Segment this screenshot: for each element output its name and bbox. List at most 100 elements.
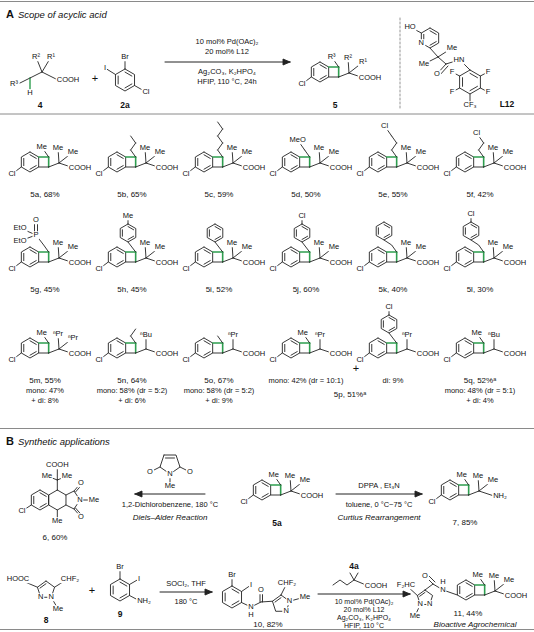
bond [42,57,51,72]
atom-label: COOH [68,259,93,267]
bond [474,342,484,344]
bond [458,344,459,351]
bond [430,31,436,35]
atom-label: COOH [45,461,70,469]
bond [204,250,210,254]
bond [369,152,386,172]
bond [117,250,123,254]
atom-label: ⁿPr [314,331,326,339]
bond [475,584,485,586]
bond [378,341,384,345]
compound-label: 5c, 59% [204,191,235,199]
bond [204,261,210,265]
bond [302,242,310,252]
bond [233,163,248,168]
bond [131,329,136,336]
bond [407,247,421,258]
atom-label: COOH [300,492,325,500]
bond [425,576,433,584]
bond [407,335,408,349]
bond [378,155,384,159]
bond [31,490,48,510]
atom-label: F [449,88,456,96]
bond [215,227,221,230]
bond [410,27,421,33]
bond [130,579,139,585]
condition-text: mono: 48% (dr = 5:1) [444,387,517,395]
bond [130,596,138,601]
bond [57,480,58,490]
bond [392,150,397,157]
bond [251,602,261,607]
bond [310,258,320,262]
bond [222,157,224,167]
bond [146,247,160,258]
bond [479,480,493,491]
atom-label: COOH [358,74,383,82]
arrow-head [283,59,290,65]
bond [309,343,311,353]
bond [215,236,221,239]
bond [59,349,74,354]
bond [369,247,386,267]
atom-label: COOH [242,259,267,267]
bond [387,262,397,263]
bond [110,253,111,260]
bond [30,250,36,254]
bond [349,73,364,78]
bond [407,258,422,263]
atom-label: MeO [289,136,307,144]
bond [108,247,125,267]
bond [146,163,161,168]
bond [302,227,308,230]
bond [381,315,397,333]
condition-text: 10 mol% Pd(OAc)₂ [334,598,395,605]
bond [51,597,58,609]
atom-label: COOH [503,350,528,358]
atom-label: Cl [268,356,277,364]
bond [425,584,433,590]
panel-heading: BSynthetic applications [0,429,534,451]
bond [320,335,321,349]
atom-label: COOH [364,582,389,590]
bond [47,476,57,480]
figure-panel: AScope of acyclic acid [0,1,534,428]
bond [213,262,223,263]
bond [462,78,463,87]
bond [389,318,395,321]
atom-label: Me [502,148,514,156]
atom-label: Cl [94,170,103,178]
bond [117,261,123,265]
bond [18,579,37,587]
reaction-name: Curtius Rearrangement [336,514,421,522]
bond [186,353,195,360]
bond [146,335,147,349]
compound-label: 5a, 68% [29,191,60,199]
bond [222,252,224,262]
bond [223,349,233,353]
bond [42,147,49,157]
bond [22,505,31,511]
bond [469,491,479,495]
bond [233,247,247,258]
bond [384,225,390,228]
bond [218,336,223,343]
bond [349,62,363,73]
compound-label: 5e, 55% [377,191,408,199]
atom-label: Me [415,148,427,156]
bond [310,349,320,353]
atom-label: F [449,68,456,76]
bond [378,261,384,265]
condition-text: SOCl₂, THF [165,580,206,588]
atom-label: COOH [68,350,93,358]
compound-number: 9 [117,610,124,619]
bond [457,580,474,600]
condition-text: 20 mol% L12 [343,606,386,613]
bond [465,155,471,159]
bond [131,150,136,157]
bond [471,240,484,252]
bond [76,508,83,516]
bond [126,342,136,344]
bond [291,491,306,496]
bond [407,163,422,168]
